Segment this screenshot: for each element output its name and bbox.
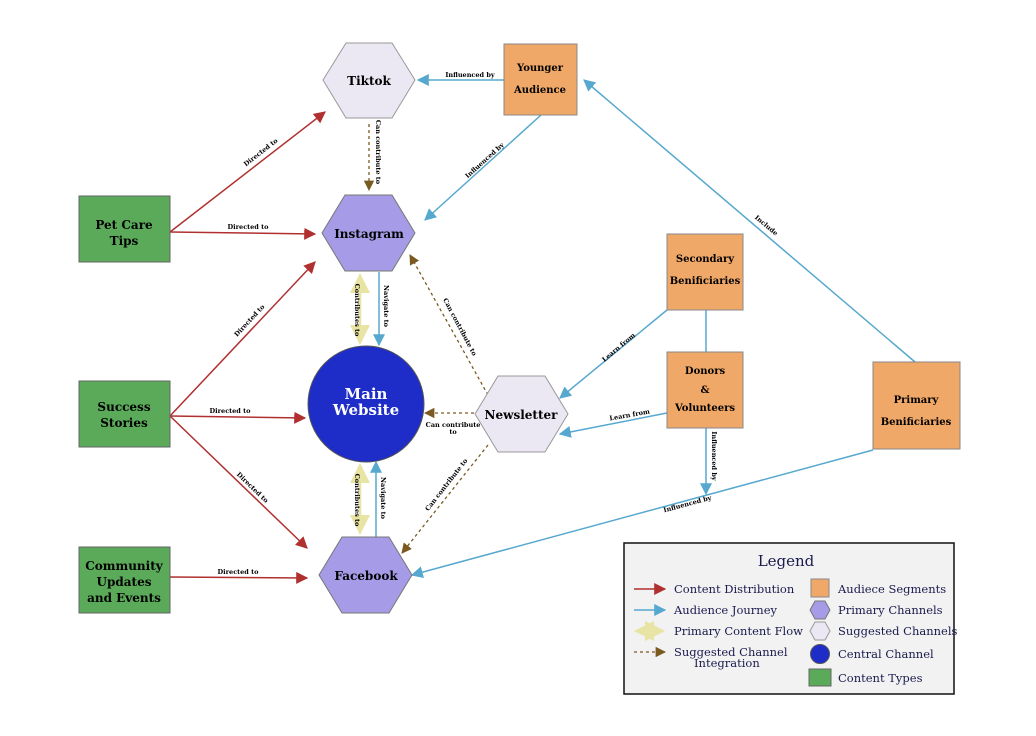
node-secondary-line1: Secondary: [676, 254, 735, 265]
label-primary-younger: Include: [753, 214, 779, 238]
label-newsletter-instagram: Can contribute to: [441, 297, 479, 358]
edge-donors-newsletter: [558, 412, 668, 438]
node-pet-care-line2: Tips: [110, 234, 139, 248]
edges-audience-journey: [370, 74, 916, 578]
edge-community-facebook: [169, 571, 309, 584]
label-newsletter-facebook: Can contribute to: [423, 456, 469, 512]
edge-success-facebook: [169, 415, 308, 549]
node-community-line3: and Events: [87, 591, 161, 605]
node-donors-line3: Volunteers: [674, 403, 735, 414]
label-younger-tiktok: Influenced by: [445, 71, 495, 79]
node-facebook[interactable]: Facebook: [318, 536, 413, 614]
legend-audience-journey: Audience Journey: [673, 603, 778, 617]
edge-success-website: [169, 411, 307, 424]
label-primary-facebook: Influenced by: [663, 494, 713, 515]
node-younger-audience[interactable]: Younger Audience: [503, 43, 578, 116]
legend-title: Legend: [758, 552, 815, 570]
legend-content-types: Content Types: [838, 671, 923, 685]
legend-suggested-channels: Suggested Channels: [838, 624, 958, 638]
node-primary-beneficiaries[interactable]: Primary Benificiaries: [872, 361, 961, 450]
edge-younger-instagram: [424, 114, 542, 221]
edge-primary-younger: [583, 79, 916, 363]
label-secondary-newsletter: Learn from: [601, 331, 637, 363]
edge-labels: Directed to Directed to Directed to Dire…: [210, 71, 780, 576]
label-community-facebook: Directed to: [218, 568, 260, 576]
edge-success-instagram: [169, 261, 316, 417]
label-donors-influenced: Influenced by: [710, 431, 718, 481]
legend-central-channel-swatch: [810, 644, 830, 664]
legend-box: [623, 542, 955, 695]
node-tiktok-label: Tiktok: [347, 74, 391, 88]
edges-suggested-integration: [363, 124, 489, 554]
label-tiktok-instagram: Can contribute to: [374, 120, 382, 185]
node-success-stories[interactable]: Success Stories: [78, 380, 171, 448]
legend-primary-channels-swatch: [809, 600, 831, 620]
edge-secondary-newsletter: [559, 309, 668, 399]
label-pet-instagram: Directed to: [228, 223, 270, 231]
node-instagram-label: Instagram: [334, 227, 404, 241]
node-tiktok[interactable]: Tiktok: [322, 42, 416, 119]
node-community-line2: Updates: [97, 575, 152, 589]
node-donors-line2: &: [700, 385, 709, 396]
label-success-website: Directed to: [210, 407, 252, 415]
node-younger-audience-line2: Audience: [513, 85, 566, 96]
node-younger-audience-line1: Younger: [516, 63, 564, 74]
node-secondary-line2: Benificiaries: [670, 276, 741, 287]
node-newsletter[interactable]: Newsletter: [474, 375, 569, 453]
node-pet-care-tips[interactable]: Pet Care Tips: [78, 195, 171, 263]
label-success-facebook: Directed to: [235, 470, 270, 505]
node-primary-line2: Benificiaries: [881, 417, 952, 428]
legend-suggested-channels-swatch: [809, 621, 831, 641]
node-success-line2: Stories: [100, 416, 148, 430]
edge-newsletter-instagram: [409, 254, 489, 396]
legend-suggested-integration-line2: Integration: [694, 656, 760, 670]
edge-newsletter-facebook: [401, 444, 489, 554]
node-success-line1: Success: [97, 400, 150, 414]
node-community-updates[interactable]: Community Updates and Events: [78, 546, 171, 614]
label-instagram-navigate: Navigate to: [382, 285, 390, 328]
node-community-line1: Community: [85, 559, 164, 573]
edges-content-distribution: [169, 111, 326, 584]
legend-primary-channels: Primary Channels: [838, 603, 943, 617]
legend-suggested-integration-line1: Suggested Channel: [674, 645, 788, 659]
node-newsletter-label: Newsletter: [485, 408, 559, 422]
label-facebook-contributes: Contributes to: [353, 474, 361, 527]
legend-audience-segments-swatch: [810, 578, 830, 598]
legend-central-channel: Central Channel: [838, 647, 934, 661]
node-donors-volunteers[interactable]: Donors & Volunteers: [666, 351, 744, 429]
legend: Legend Content Distribution Audience Jou…: [623, 542, 958, 695]
legend-audience-segments: Audiece Segments: [837, 582, 946, 596]
node-secondary-beneficiaries[interactable]: Secondary Benificiaries: [666, 233, 744, 311]
label-instagram-contributes: Contributes to: [353, 284, 361, 337]
label-newsletter-website-2: to: [449, 428, 457, 436]
label-newsletter-website-1: Can contribute: [426, 421, 481, 429]
label-younger-instagram: Influenced by: [464, 141, 506, 180]
label-success-instagram: Directed to: [233, 302, 267, 338]
node-main-website-line1: Main: [345, 385, 388, 403]
node-instagram[interactable]: Instagram: [321, 194, 416, 272]
label-facebook-navigate: Navigate to: [379, 477, 387, 520]
node-main-website[interactable]: Main Website: [307, 345, 425, 463]
legend-content-types-swatch: [808, 668, 832, 687]
legend-primary-content-flow: Primary Content Flow: [674, 624, 803, 638]
edge-pet-tiktok: [169, 111, 326, 233]
node-primary-line1: Primary: [894, 395, 940, 406]
node-pet-care-line1: Pet Care: [95, 218, 153, 232]
legend-content-distribution: Content Distribution: [674, 582, 795, 596]
edge-primary-facebook: [410, 449, 874, 578]
edge-pet-instagram: [169, 227, 317, 240]
node-main-website-line2: Website: [332, 401, 399, 419]
node-donors-line1: Donors: [685, 366, 726, 377]
node-facebook-label: Facebook: [334, 569, 398, 583]
